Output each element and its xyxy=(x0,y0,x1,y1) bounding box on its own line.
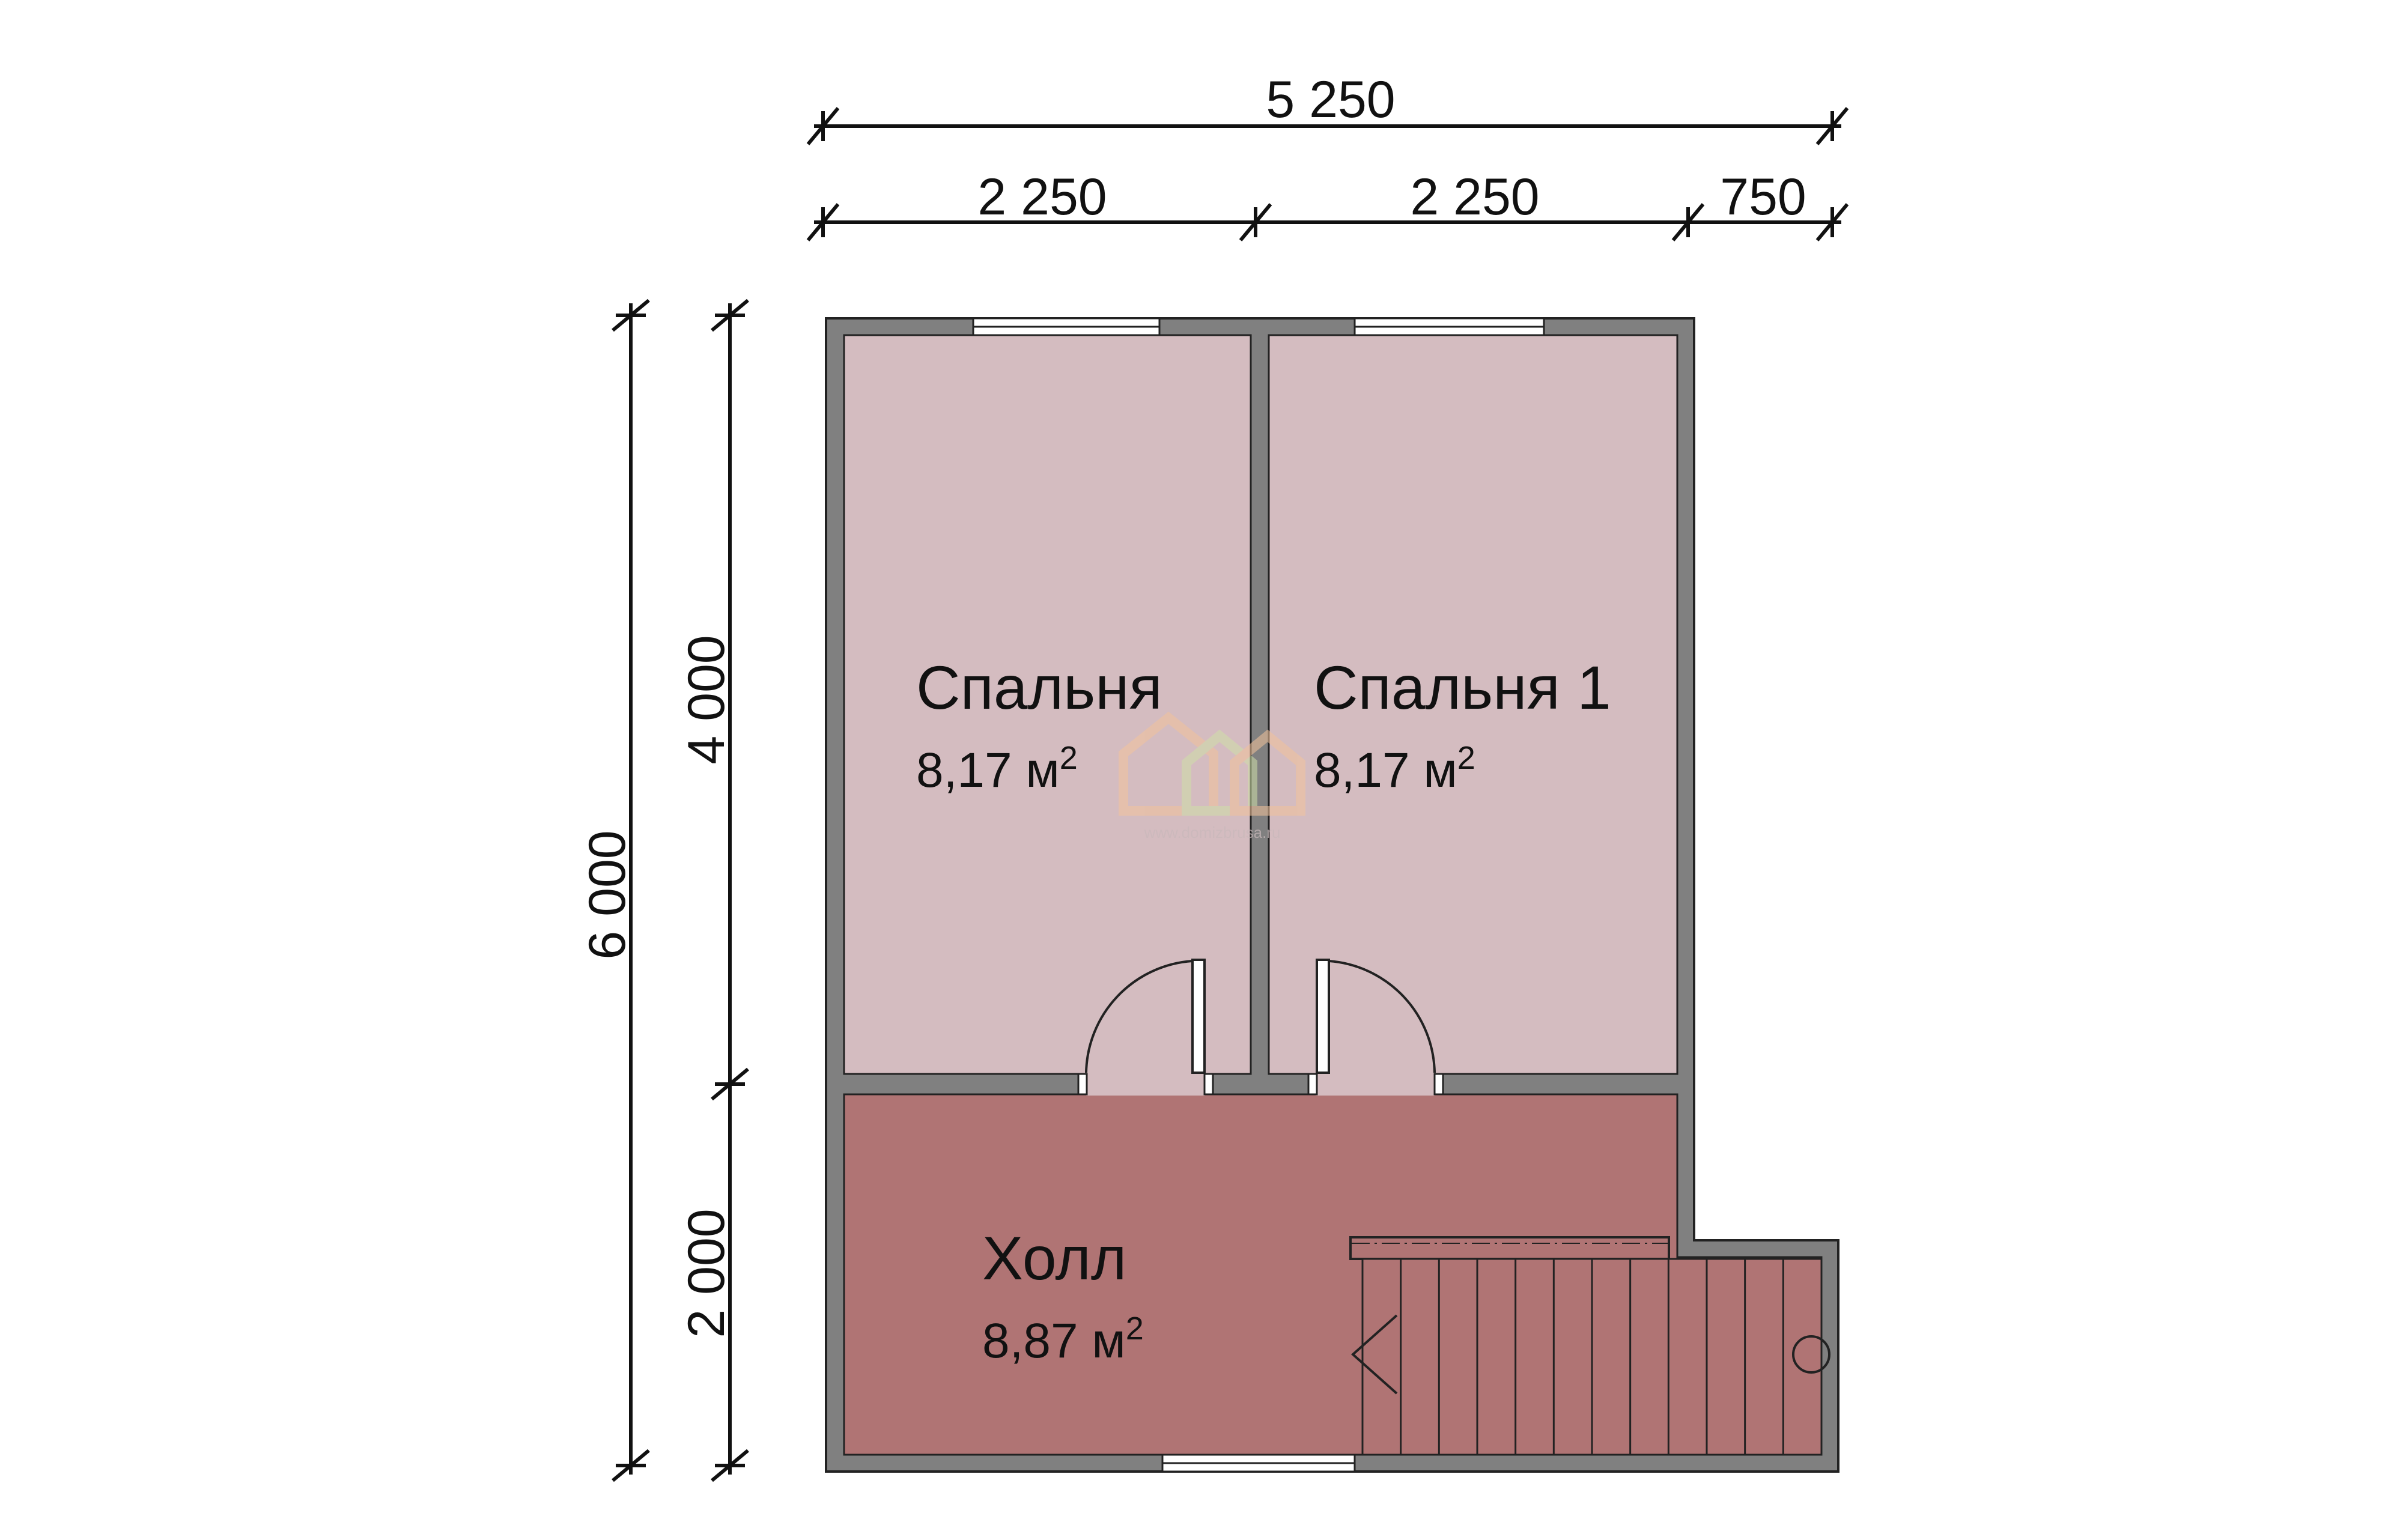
bedroom-1-floor xyxy=(843,334,1252,1075)
room-name-bedroom-1: Спальня 1 xyxy=(1314,653,1611,722)
windows xyxy=(972,317,1545,1473)
dim-total-height: 6 000 xyxy=(579,830,636,959)
dim-segment-3: 750 xyxy=(1720,168,1806,226)
room-area-hall: 8,87 м2 xyxy=(982,1311,1144,1368)
door-opening-2 xyxy=(1316,1073,1435,1096)
dim-total-width: 5 250 xyxy=(1266,71,1395,129)
door-1 xyxy=(1085,959,1206,1074)
left-dimensions xyxy=(612,299,749,1482)
dim-lower-height: 2 000 xyxy=(678,1208,735,1338)
dim-segment-2: 2 250 xyxy=(1410,168,1539,226)
watermark-logo-icon xyxy=(1119,711,1305,816)
room-area-bedroom-1: 8,17 м2 xyxy=(1314,740,1475,798)
bedroom-2-floor xyxy=(1268,334,1678,1075)
dim-upper-height: 4 000 xyxy=(678,635,735,764)
stair-arrow xyxy=(1350,1314,1398,1395)
door-opening-1 xyxy=(1086,1073,1205,1096)
door-2 xyxy=(1316,959,1436,1074)
room-name-hall: Холл xyxy=(982,1224,1126,1293)
room-area-bedroom: 8,17 м2 xyxy=(916,740,1078,798)
dim-segment-1: 2 250 xyxy=(977,168,1107,226)
door-posts xyxy=(1077,1073,1444,1096)
staircase xyxy=(1349,1236,1830,1456)
room-name-bedroom: Спальня xyxy=(916,653,1162,722)
stair-newel xyxy=(1792,1335,1830,1374)
top-dimensions xyxy=(806,107,1849,241)
watermark-text: www.domizbrusa.ru xyxy=(1144,823,1281,841)
